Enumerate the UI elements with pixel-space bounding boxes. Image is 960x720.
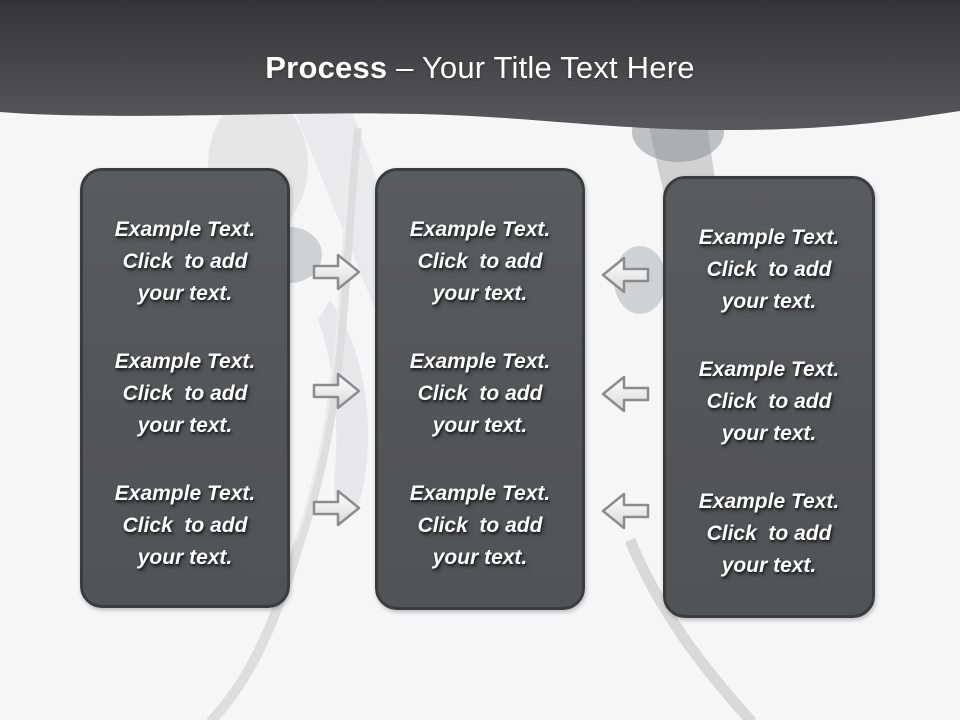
arrow-right-icon xyxy=(312,372,361,410)
cable-left-arc xyxy=(206,127,362,720)
arrow-left-icon xyxy=(601,375,650,413)
process-box-middle[interactable]: Example Text. Click to add your text. Ex… xyxy=(375,168,585,610)
cable-left-arc-highlight xyxy=(294,127,355,541)
slide-title-separator: – xyxy=(387,50,422,85)
text-placeholder[interactable]: Example Text. Click to add your text. xyxy=(114,218,256,305)
slide-title: Process – Your Title Text Here xyxy=(0,50,960,86)
text-placeholder[interactable]: Example Text. Click to add your text. xyxy=(698,226,840,313)
arrow-right-icon xyxy=(312,253,361,291)
slide-title-emphasis: Process xyxy=(265,50,388,85)
text-placeholder[interactable]: Example Text. Click to add your text. xyxy=(698,358,840,445)
text-placeholder[interactable]: Example Text. Click to add your text. xyxy=(114,350,256,437)
slide-title-rest: Your Title Text Here xyxy=(421,50,695,85)
cable-right-arc xyxy=(624,537,757,720)
text-placeholder[interactable]: Example Text. Click to add your text. xyxy=(698,490,840,577)
headset-cushion-shape xyxy=(318,300,369,517)
text-placeholder[interactable]: Example Text. Click to add your text. xyxy=(409,218,551,305)
headset-boom-joint-shape xyxy=(632,102,724,162)
text-placeholder[interactable]: Example Text. Click to add your text. xyxy=(409,350,551,437)
process-box-right[interactable]: Example Text. Click to add your text. Ex… xyxy=(663,176,875,618)
process-box-left[interactable]: Example Text. Click to add your text. Ex… xyxy=(80,168,290,608)
arrow-left-icon xyxy=(601,256,650,294)
text-placeholder[interactable]: Example Text. Click to add your text. xyxy=(114,482,256,569)
arrow-right-icon xyxy=(312,489,361,527)
text-placeholder[interactable]: Example Text. Click to add your text. xyxy=(409,482,551,569)
arrow-left-icon xyxy=(601,492,650,530)
